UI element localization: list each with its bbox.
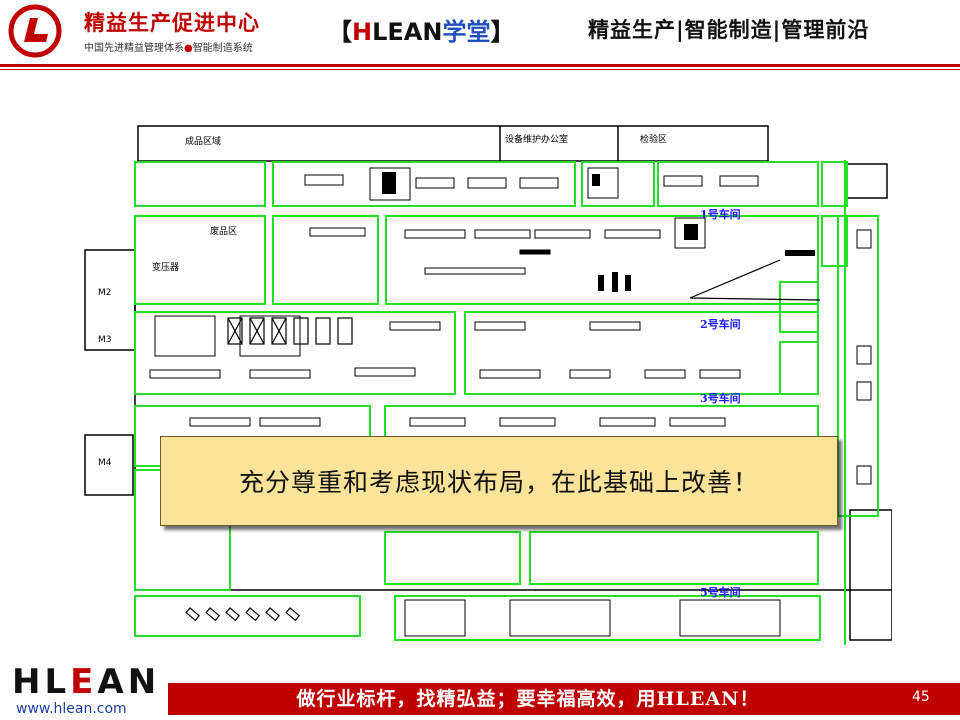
- tag-h: H: [352, 18, 373, 46]
- footer-logo-an: AN: [97, 662, 161, 702]
- brand-subtitle: 中国先进精益管理体系●智能制造系统: [84, 39, 253, 54]
- zone-transformer: [134, 215, 266, 305]
- label-m2: M2: [98, 288, 112, 298]
- footer-motto: 做行业标杆，找精弘益；要幸福高效，用HLEAN！: [296, 688, 760, 710]
- label-workshop-3: 3号车间: [700, 391, 741, 405]
- label-workshop-1: 1号车间: [700, 207, 741, 221]
- stair-icon: [856, 465, 872, 485]
- page-number: 45: [912, 689, 930, 705]
- zone-top-left: [134, 161, 266, 207]
- machine-block: [382, 172, 396, 194]
- hlean-school-tag: 【HLEAN学堂】: [328, 12, 514, 47]
- zone-workshop-1: [385, 215, 819, 305]
- footer-logo-l: L: [44, 662, 71, 702]
- stair-icon: [856, 345, 872, 365]
- footer-url-link[interactable]: www.hlean.com: [16, 701, 127, 717]
- zone-row-3-left: [134, 311, 456, 395]
- improvement-callout: 充分尊重和考虑现状布局，在此基础上改善！: [160, 436, 838, 526]
- header-slogan: 精益生产|智能制造|管理前沿: [588, 18, 870, 42]
- zone-top-mid: [272, 161, 576, 207]
- top-building-outline: [137, 125, 769, 162]
- label-workshop-5: 5号车间: [700, 585, 741, 599]
- label-equipment-repair: 设备维护办公室: [505, 133, 568, 145]
- brand-name: 精益生产促进中心: [84, 11, 260, 35]
- brand-sub-right: 智能制造系统: [192, 43, 253, 54]
- zone-workshop-5: [529, 531, 819, 585]
- label-transformer: 变压器: [152, 261, 179, 273]
- footer-bar: [168, 683, 960, 715]
- stair-icon: [856, 229, 872, 249]
- factory-layout-plan: 成品区域 设备维护办公室 检验区 变压器 废品区 M2 M3 M4 1号车间 2…: [84, 125, 892, 645]
- label-finished-goods: 成品区域: [185, 135, 221, 147]
- tag-lean: LEAN: [372, 18, 443, 46]
- brand-sub-left: 中国先进精益管理体系: [84, 43, 184, 54]
- callout-text: 充分尊重和考虑现状布局，在此基础上改善！: [238, 468, 759, 497]
- footer-logo-e: E: [70, 662, 98, 702]
- hlean-logo-icon: [8, 4, 62, 58]
- slide-header: 精益生产促进中心 中国先进精益管理体系●智能制造系统 【HLEAN学堂】 精益生…: [0, 0, 960, 70]
- stair-icon: [856, 381, 872, 401]
- footer-logo-h: H: [12, 662, 45, 702]
- tag-open: 【: [328, 18, 352, 46]
- label-m3: M3: [98, 335, 112, 345]
- label-m4: M4: [98, 458, 112, 468]
- header-divider-thin: [0, 69, 960, 70]
- footer-hlean-logo: HLEAN: [12, 662, 160, 702]
- tag-xuetang: 学堂: [442, 18, 491, 46]
- header-divider: [0, 64, 960, 67]
- tag-close: 】: [490, 18, 515, 46]
- label-workshop-2: 2号车间: [700, 317, 741, 331]
- brand-sub-dot: ●: [184, 43, 193, 54]
- label-inspection: 检验区: [640, 133, 667, 145]
- label-waste: 废品区: [210, 225, 237, 237]
